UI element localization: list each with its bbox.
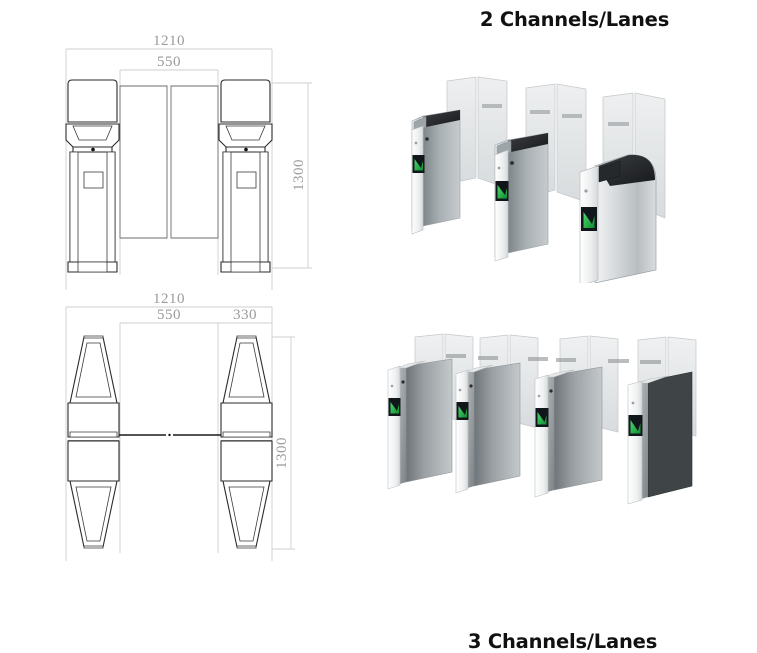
dim-label-550-front: 550 [157, 54, 181, 70]
product-photos-column: 2 Channels/Lanes [380, 0, 757, 653]
brand-mark-icon [562, 114, 582, 118]
sensor-dot-icon [390, 384, 394, 388]
cabinet-left-plan [67, 335, 120, 549]
sensor-dot-icon [401, 380, 405, 384]
green-arrow-indicator-3ch-2 [456, 402, 469, 420]
dim-label-1300-front: 1300 [291, 159, 307, 191]
turnstile-cabinet-3ch-1 [387, 358, 453, 490]
brand-mark-icon [478, 356, 498, 360]
two-channel-title: 2 Channels/Lanes [479, 8, 670, 31]
plan-view-drawing: 1210 550 330 1300 [0, 285, 380, 561]
brand-mark-icon [608, 359, 629, 363]
sensor-dot-icon [469, 384, 473, 388]
dimension-lane-width-plan [119, 322, 272, 553]
three-channel-title: 3 Channels/Lanes [467, 630, 658, 653]
three-channel-block: 3 Channels/Lanes [380, 290, 757, 653]
dimension-length-plan [272, 336, 295, 550]
card-reader-window-left [83, 171, 104, 189]
dim-label-550-plan: 550 [157, 307, 181, 323]
dimension-height-front [272, 82, 312, 269]
dimension-overall-width-front [65, 48, 273, 290]
brand-mark-icon [446, 354, 466, 358]
two-channel-render [390, 48, 745, 283]
green-arrow-indicator-2 [495, 181, 509, 201]
glass-flap-panels-front [119, 85, 219, 239]
sensor-dot-icon [537, 394, 541, 398]
turnstile-cabinet-1 [411, 109, 461, 235]
sensor-dot-icon [584, 189, 588, 193]
sensor-dot-icon [458, 388, 462, 392]
sensor-dot-icon [414, 141, 418, 145]
sensor-dot-icon [631, 401, 635, 405]
technical-drawings-column: 1210 550 1300 [0, 0, 380, 561]
flap-barriers-plan [119, 433, 221, 437]
card-reader-window-right [236, 171, 257, 189]
sensor-dot-icon [497, 166, 501, 170]
brand-mark-icon [482, 104, 502, 108]
green-arrow-indicator-3ch-1 [388, 398, 401, 416]
dim-label-1210-front: 1210 [153, 33, 185, 49]
cabinet-right-front [218, 79, 273, 273]
status-dot-left-front [91, 147, 95, 152]
dim-label-1210-plan: 1210 [153, 291, 185, 307]
turnstile-cabinet-3ch-2 [455, 362, 521, 494]
brand-mark-icon [528, 357, 548, 361]
front-elevation-drawing: 1210 550 1300 [0, 0, 380, 290]
turnstile-cabinet-2 [494, 132, 549, 262]
green-arrow-indicator-3ch-3 [535, 408, 549, 427]
two-channel-block: 2 Channels/Lanes [380, 0, 757, 290]
brand-mark-icon [530, 110, 550, 114]
turnstile-cabinet-3 [579, 154, 657, 283]
sensor-dot-icon [510, 161, 514, 165]
green-arrow-indicator-1 [412, 155, 425, 173]
three-channel-render [370, 320, 755, 505]
cabinet-left-front [65, 79, 120, 273]
green-arrow-indicator-3 [581, 207, 597, 231]
sensor-dot-icon [425, 137, 429, 141]
brand-mark-icon [640, 360, 661, 364]
turnstile-cabinet-3ch-3 [534, 366, 603, 498]
sensor-dot-icon [549, 389, 553, 393]
brand-mark-icon [608, 122, 629, 126]
dim-label-330-plan: 330 [233, 307, 257, 323]
dim-label-1300-plan: 1300 [274, 437, 290, 469]
turnstile-cabinet-3ch-4 [627, 371, 693, 505]
cabinet-right-plan [220, 335, 273, 549]
brand-mark-icon [556, 358, 576, 362]
green-arrow-indicator-3ch-4 [628, 415, 643, 436]
status-dot-right-front [244, 147, 248, 152]
